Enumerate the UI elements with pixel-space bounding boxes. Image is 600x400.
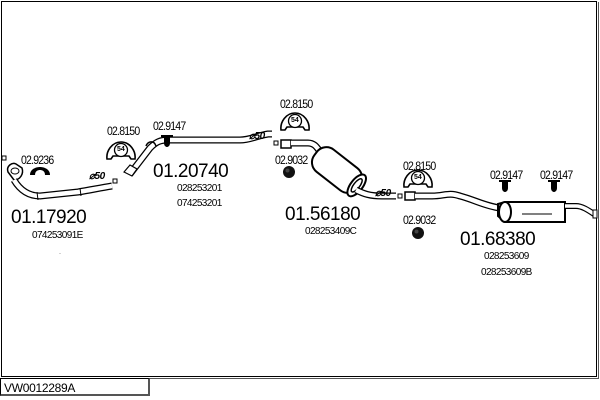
- oe-reference: 028253609B: [481, 267, 532, 278]
- accessory-ref: 02.8150: [403, 159, 436, 174]
- intermediate-pipe-drawing: [123, 130, 279, 177]
- dot-mark: ·: [59, 251, 61, 257]
- accessory-ref: 02.8150: [107, 124, 140, 139]
- accessory-ref: 02.9147: [490, 168, 523, 183]
- accessory-ref: 02.9147: [153, 119, 186, 134]
- oe-reference: 028253201: [177, 183, 222, 194]
- oe-reference: 074253201: [177, 198, 222, 209]
- oe-reference: 028253409C: [305, 226, 357, 237]
- rear-silencer-drawing: [404, 190, 598, 223]
- mount-badge: 54: [291, 117, 299, 124]
- frame-shadow: [2, 2, 599, 379]
- diagram-code-label: VW0012289A: [0, 378, 150, 396]
- oe-reference: 074253091E: [32, 230, 83, 241]
- part-number: 01.20740: [153, 161, 229, 182]
- part-number: 01.56180: [285, 204, 361, 225]
- mount-badge: 54: [414, 174, 422, 181]
- gasket-hole: [35, 170, 45, 175]
- part-number: 01.68380: [460, 229, 536, 250]
- clamp-icon: [412, 227, 424, 239]
- accessory-ref: 02.9032: [403, 213, 436, 228]
- diameter-label: ⌀50: [89, 171, 105, 182]
- accessory-ref: 02.9032: [275, 153, 308, 168]
- middle-silencer-drawing: [280, 139, 403, 200]
- oe-reference: 028253609: [484, 251, 529, 262]
- part-number: 01.17920: [11, 207, 87, 228]
- accessory-ref: 02.9147: [540, 168, 573, 183]
- diameter-label: ⌀50: [249, 131, 265, 142]
- mount-badge: 54: [117, 146, 125, 153]
- front-pipe-drawing: [1, 155, 118, 201]
- accessory-ref: 02.9236: [21, 153, 54, 168]
- diagram-frame: [1, 1, 597, 377]
- diameter-label: ⌀50: [375, 188, 391, 199]
- accessory-ref: 02.8150: [280, 97, 313, 112]
- clamp-icon: [283, 166, 295, 178]
